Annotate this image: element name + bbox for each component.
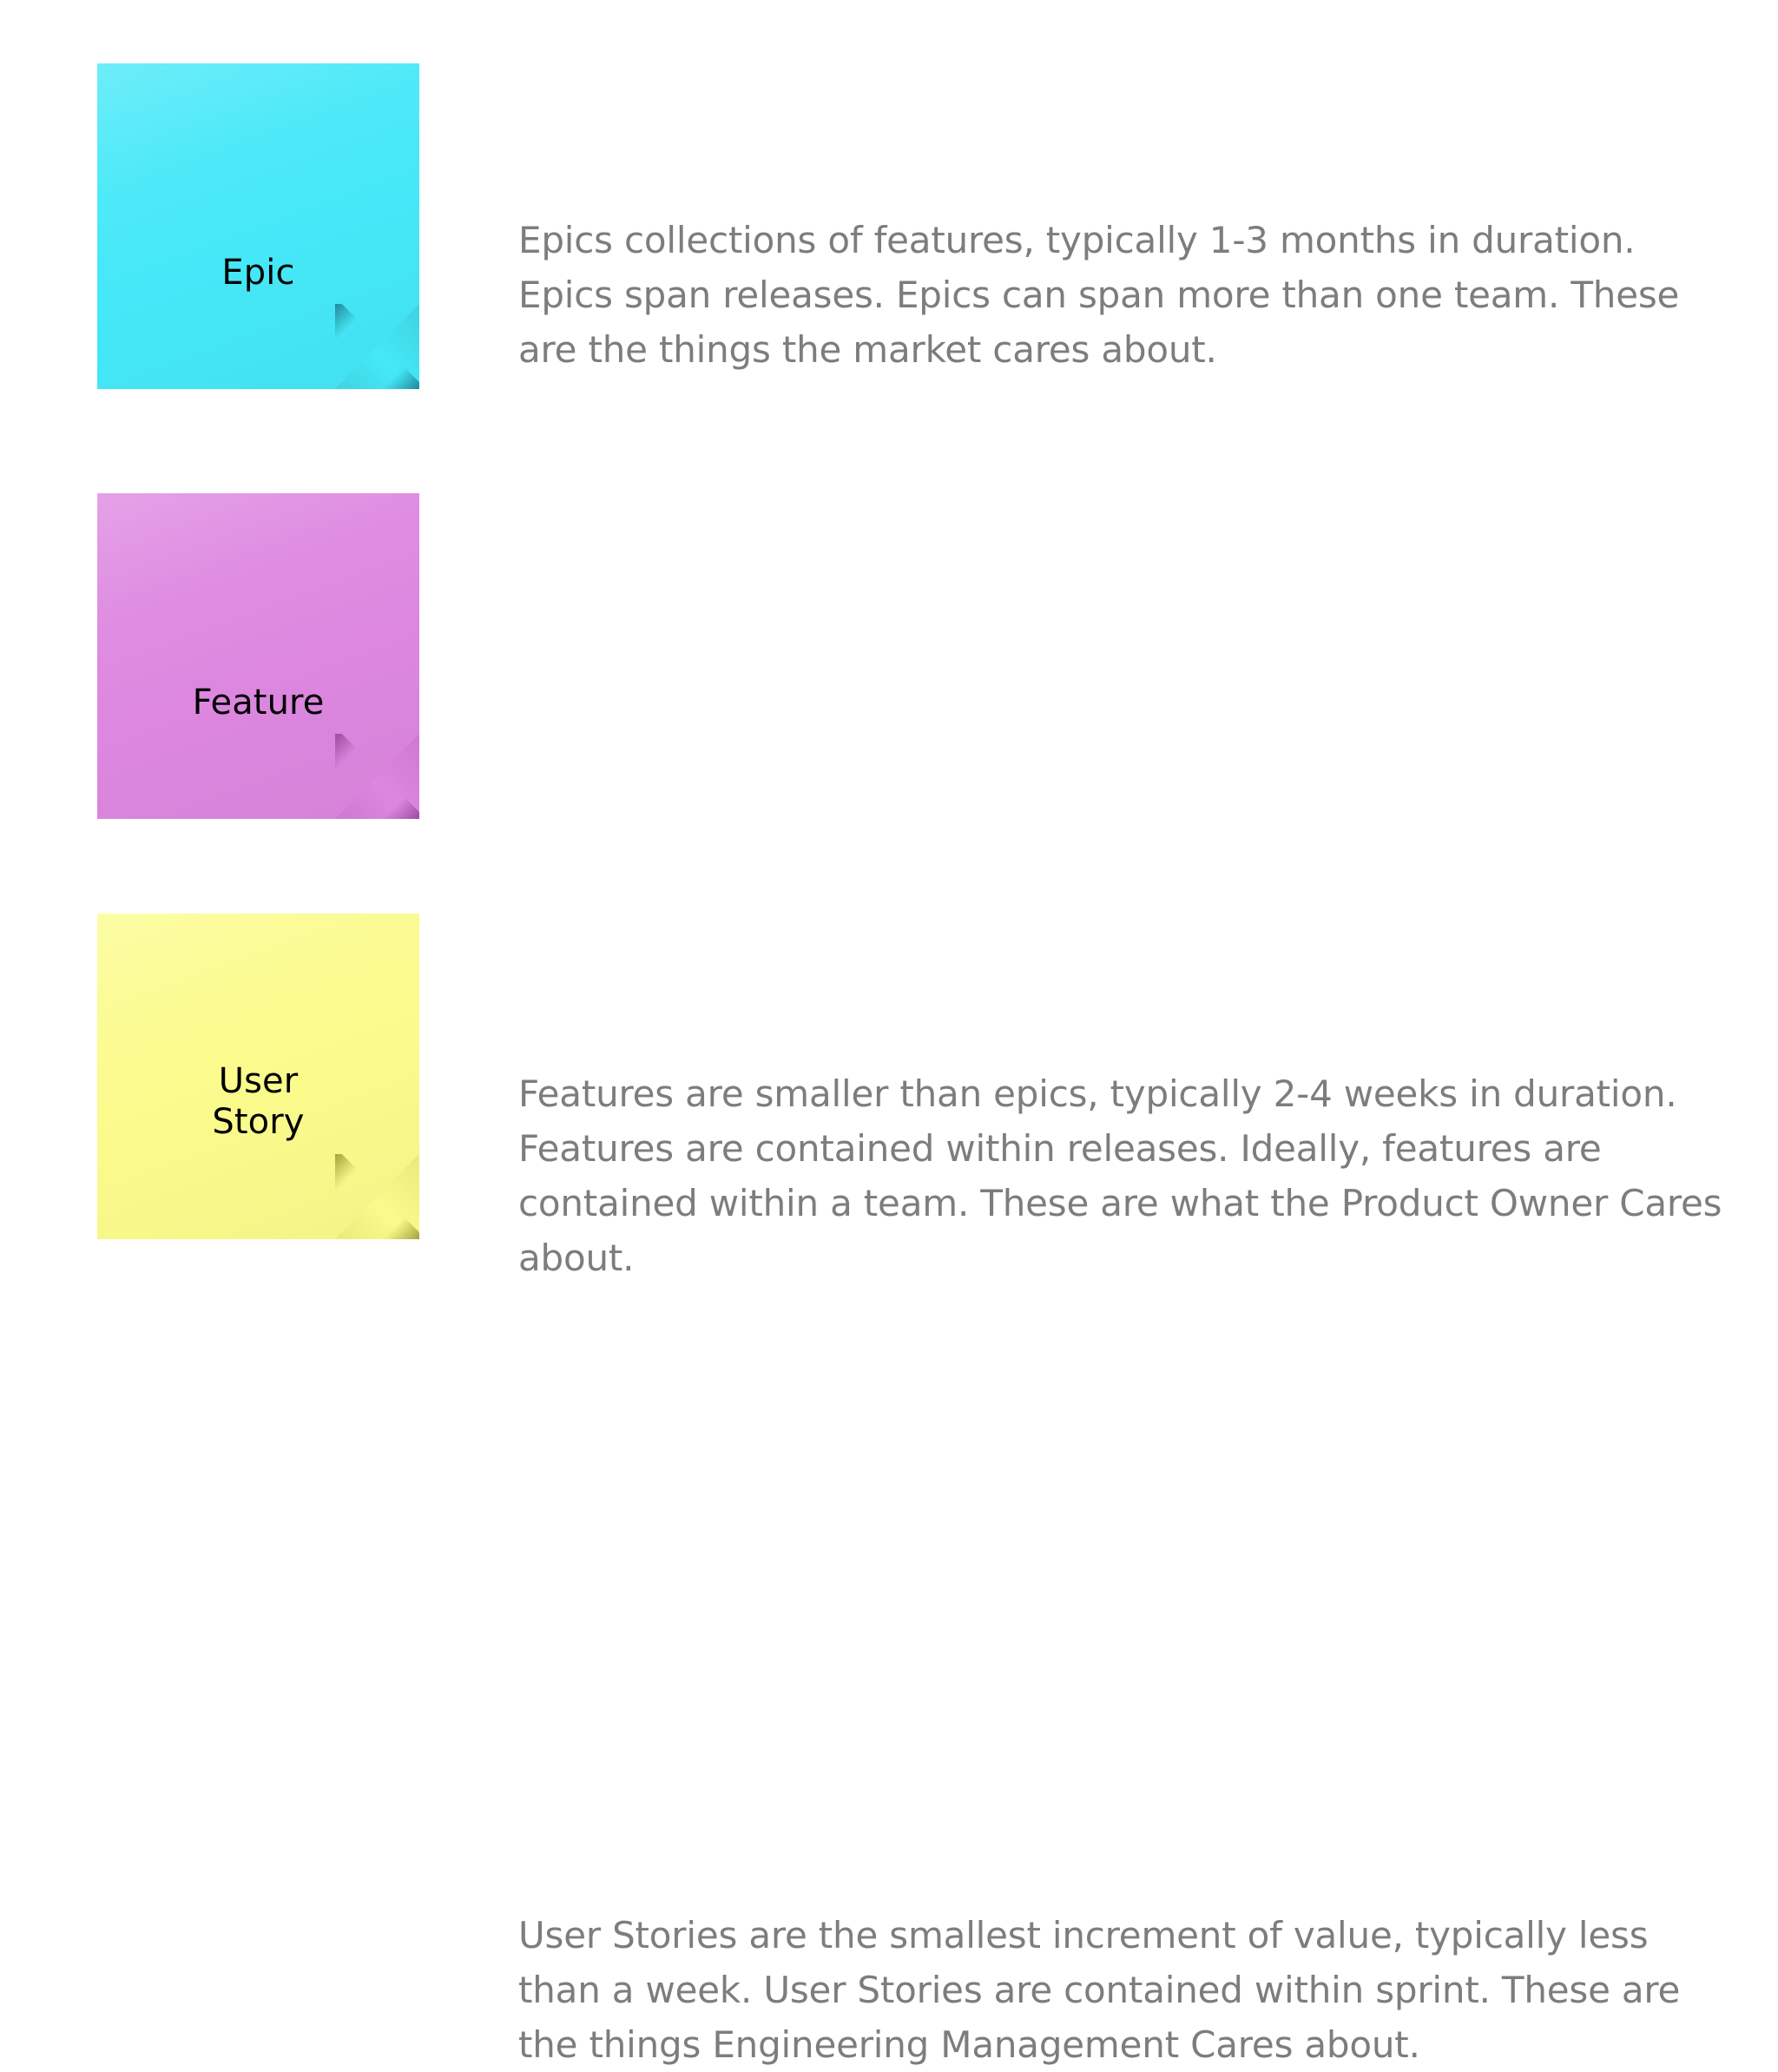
description-user-story: User Stories are the smallest increment … <box>518 1914 1681 2066</box>
note-label-user-story: User Story <box>212 1061 305 1143</box>
note-body-feature <box>97 493 419 819</box>
sticky-note-epic[interactable]: Epic <box>97 63 422 393</box>
note-body-epic <box>97 63 419 389</box>
description-feature: Features are smaller than epics, typical… <box>518 1072 1722 1279</box>
description-epic: Epics collections of features, typically… <box>518 219 1680 371</box>
note-label-epic: Epic <box>221 253 295 293</box>
note-label-feature: Feature <box>192 683 325 723</box>
slide-canvas: Epic Epics collections of features, typi… <box>97 63 1722 2066</box>
sticky-note-user-story[interactable]: User Story <box>97 914 422 1243</box>
sticky-note-feature[interactable]: Feature <box>97 493 422 822</box>
